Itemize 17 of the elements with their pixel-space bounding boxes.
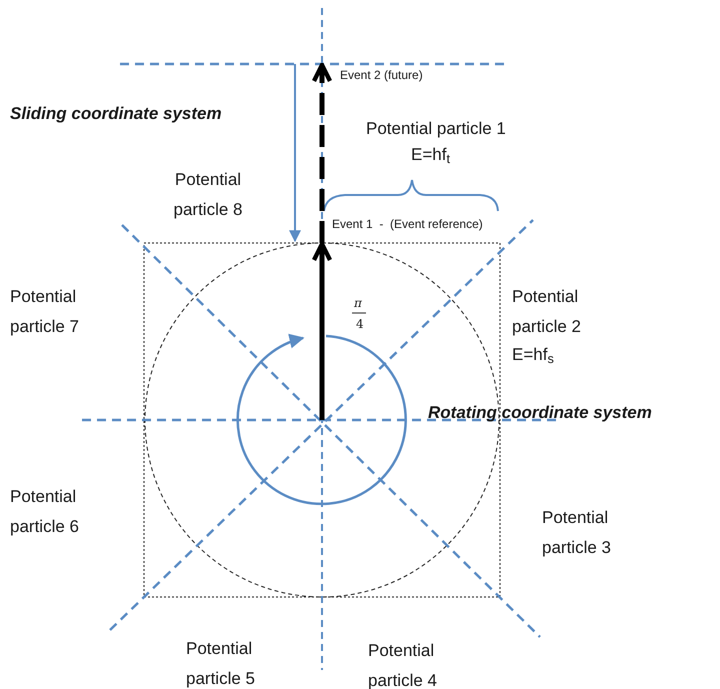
particle-label: Potential particle 2 xyxy=(512,286,582,338)
particle-label: Potential particle 8 xyxy=(172,169,244,221)
system-title: Rotating coordinate system xyxy=(428,402,652,424)
energy-formula: E=hf$_{t}$ xyxy=(411,144,450,168)
energy-formula: E=hf$_{s}$ xyxy=(512,344,554,368)
vector-arrow xyxy=(312,242,332,420)
fraction-denominator: 4 xyxy=(356,316,364,333)
particle-label: Potential particle 7 xyxy=(10,286,80,338)
event-label: Event 2 (future) xyxy=(340,67,423,84)
particle-label: Potential particle 6 xyxy=(10,486,80,538)
dashed-vector-arrow xyxy=(312,62,332,243)
event-label: Event 1 - (Event reference) xyxy=(332,216,483,233)
fraction-numerator: π xyxy=(354,295,362,312)
particle-label: Potential particle 5 xyxy=(186,638,256,689)
particle-label: Potential particle 1 xyxy=(366,118,506,140)
particle-label: Potential particle 3 xyxy=(542,507,612,559)
system-title: Sliding coordinate system xyxy=(10,103,222,125)
